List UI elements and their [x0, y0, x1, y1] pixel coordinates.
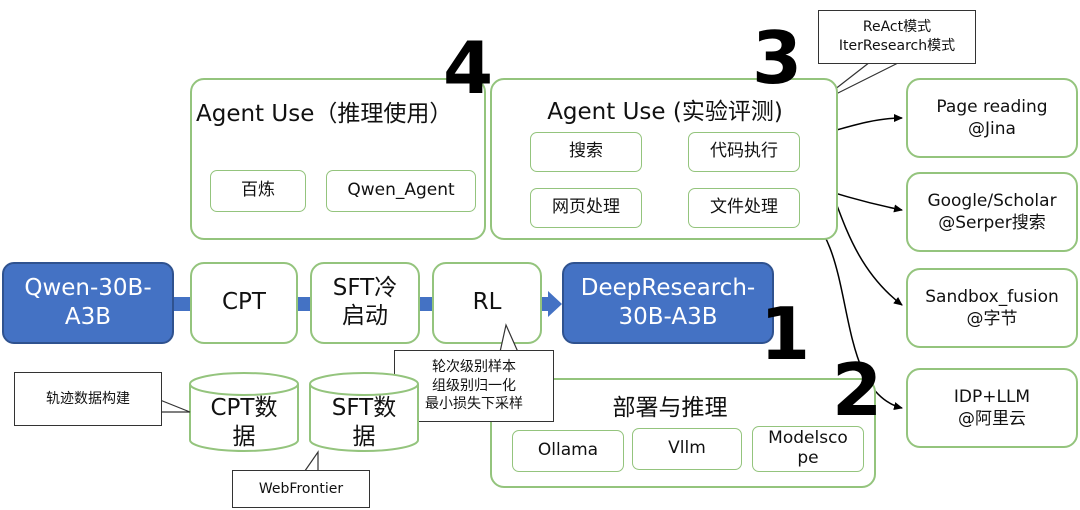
- stage-sft-cold-start: SFT冷 启动: [310, 262, 420, 344]
- modelscope-item: Modelsco pe: [752, 426, 864, 472]
- output-model-line2: 30B-A3B: [618, 304, 718, 330]
- qwen-agent-item: Qwen_Agent: [326, 170, 476, 212]
- output-model-box: DeepResearch- 30B-A3B: [562, 262, 774, 344]
- sft-data-cylinder: [309, 372, 419, 452]
- agent-use-eval-title: Agent Use (实验评测): [547, 99, 783, 125]
- code-exec-item: 代码执行: [688, 132, 800, 172]
- tool-page-reading: Page reading @Jina: [906, 78, 1078, 158]
- stage-cpt-label: CPT: [222, 289, 266, 316]
- stage-rl: RL: [432, 262, 542, 344]
- react-mode-callout: ReAct模式 IterResearch模式: [818, 10, 976, 64]
- stage-cpt: CPT: [190, 262, 298, 344]
- rl-technique-3: 最小损失下采样: [425, 396, 523, 413]
- deploy-title: 部署与推理: [612, 395, 728, 421]
- cpt-data-line1: CPT数: [210, 395, 278, 421]
- sft-data-line2: 据: [352, 423, 376, 450]
- search-item: 搜索: [530, 132, 642, 172]
- vllm-item: Vllm: [632, 428, 742, 470]
- trajectory-data-callout: 轨迹数据构建: [14, 372, 162, 426]
- stage-sft-line1: SFT冷: [332, 275, 398, 302]
- source-model-box: Qwen-30B- A3B: [2, 262, 174, 344]
- sft-data-line1: SFT数: [331, 395, 397, 421]
- pipeline-connector-1: [174, 297, 190, 311]
- ollama-item: Ollama: [512, 430, 624, 472]
- iterresearch-mode-text: IterResearch模式: [838, 38, 956, 54]
- number-1: 1: [760, 292, 811, 376]
- agent-use-inference-panel: [190, 78, 486, 240]
- stage-sft-line2: 启动: [342, 303, 388, 329]
- rl-technique-1: 轮次级别样本: [432, 358, 516, 375]
- number-2: 2: [832, 348, 883, 432]
- tool-page-reading-line1: Page reading: [936, 96, 1048, 117]
- pipeline-connector-3: [420, 297, 434, 311]
- source-model-line1: Qwen-30B-: [24, 275, 152, 302]
- file-processing-item: 文件处理: [688, 188, 800, 228]
- tool-google-line1: Google/Scholar: [927, 190, 1057, 211]
- agent-use-inference-title: Agent Use（推理使用）: [196, 101, 453, 127]
- number-3: 3: [752, 16, 803, 100]
- tool-page-reading-line2: @Jina: [968, 119, 1016, 139]
- tool-google-scholar: Google/Scholar @Serper搜索: [906, 172, 1078, 252]
- tool-sandbox-line1: Sandbox_fusion: [925, 286, 1059, 307]
- tool-google-line2: @Serper搜索: [938, 213, 1046, 233]
- sft-data-label: SFT数 据: [310, 394, 418, 452]
- rl-techniques-callout: 轮次级别样本 组级别归一化 最小损失下采样: [394, 350, 554, 422]
- rl-technique-2: 组级别归一化: [432, 377, 516, 394]
- cpt-data-label: CPT数 据: [190, 394, 298, 452]
- web-processing-item: 网页处理: [530, 188, 642, 228]
- tool-idp-line2: @阿里云: [958, 409, 1026, 429]
- pipeline-arrowhead: [542, 291, 562, 317]
- source-model-line2: A3B: [64, 304, 112, 330]
- tool-idp-line1: IDP+LLM: [953, 386, 1031, 407]
- tool-sandbox-fusion: Sandbox_fusion @字节: [906, 268, 1078, 348]
- output-model-line1: DeepResearch-: [580, 275, 756, 302]
- tool-idp-llm: IDP+LLM @阿里云: [906, 368, 1078, 448]
- trajectory-callout-pointer: [159, 399, 191, 413]
- cpt-data-cylinder: [189, 372, 299, 452]
- react-mode-text: ReAct模式: [862, 19, 932, 36]
- number-4: 4: [443, 26, 494, 110]
- pipeline-connector-2: [298, 297, 312, 311]
- tool-sandbox-line2: @字节: [966, 309, 1018, 329]
- webfrontier-callout: WebFrontier: [232, 470, 370, 508]
- cpt-data-line2: 据: [232, 423, 256, 450]
- bailian-item: 百炼: [210, 170, 306, 212]
- stage-rl-label: RL: [472, 289, 502, 316]
